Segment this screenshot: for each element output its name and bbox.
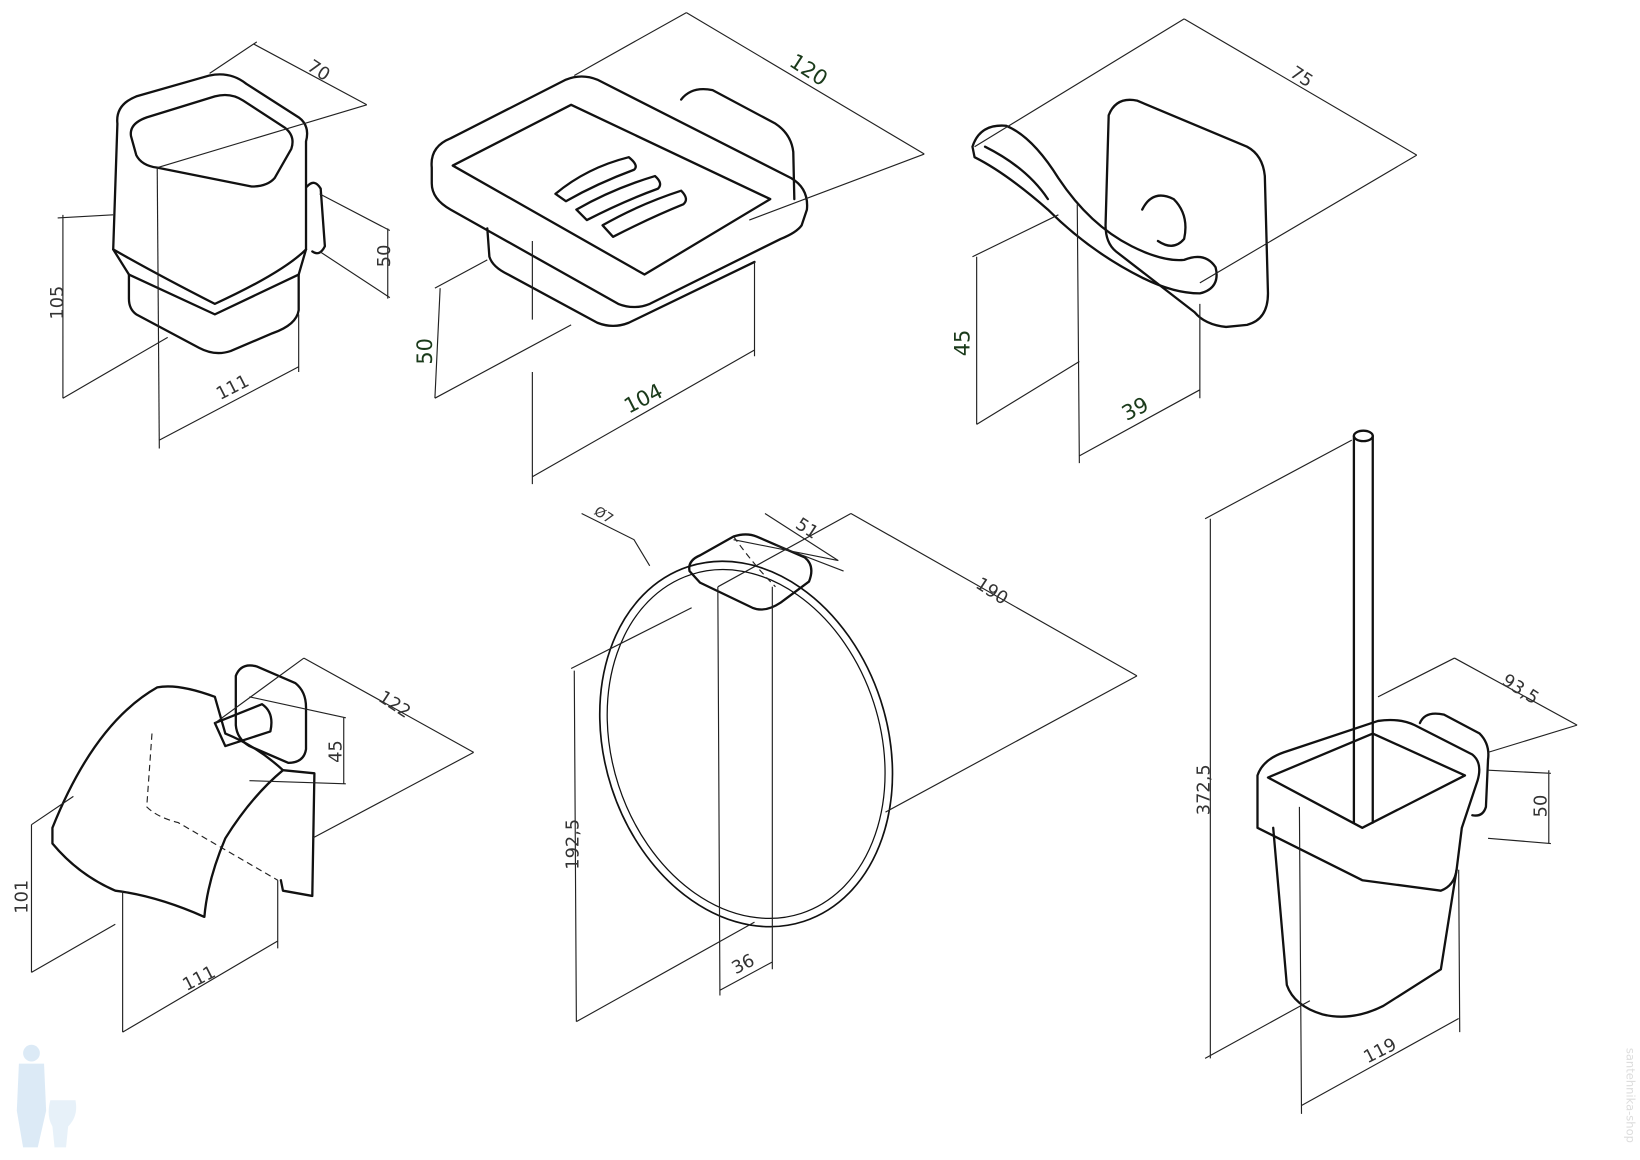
watermark-text: santehnika-shop — [1623, 1048, 1637, 1143]
towel-ring-mount-depth-label: 51 — [792, 514, 822, 544]
paper-holder-depth-label: 122 — [375, 687, 415, 723]
hook-width-label: 39 — [1118, 392, 1153, 425]
paper-holder-mount-height-label: 45 — [326, 740, 347, 763]
hook-drawing — [971, 18, 1418, 464]
towel-ring-diameter-label: Ø7 — [591, 503, 616, 527]
paper-holder-height-label: 101 — [11, 880, 32, 914]
soap-dish-drawing — [430, 12, 925, 485]
cup-holder-drawing — [57, 41, 391, 449]
plumber-logo — [16, 1044, 77, 1148]
cup-holder-depth-label: 70 — [303, 56, 333, 86]
hook-depth-label: 75 — [1286, 62, 1316, 92]
cup-holder-width-label: 111 — [213, 371, 253, 405]
toilet-brush-height-label: 372,5 — [1193, 764, 1214, 815]
hook-height-label: 45 — [950, 330, 974, 357]
towel-ring-drawing — [570, 512, 1138, 1023]
toilet-brush-drawing — [1204, 429, 1578, 1114]
soap-dish-width-label: 104 — [620, 379, 667, 419]
soap-dish-height-label: 50 — [413, 338, 437, 365]
towel-ring-depth-label: 190 — [972, 573, 1012, 609]
paper-holder-width-label: 111 — [179, 962, 219, 996]
paper-holder-drawing — [30, 657, 474, 1033]
towel-ring-height-label: 192,5 — [562, 819, 583, 870]
cup-holder-mount-height-label: 50 — [374, 245, 395, 268]
cup-holder-height-label: 105 — [47, 286, 68, 320]
toilet-brush-width-label: 119 — [1360, 1034, 1400, 1068]
towel-ring-width-label: 36 — [728, 950, 758, 979]
toilet-brush-mount-height-label: 50 — [1531, 795, 1552, 818]
